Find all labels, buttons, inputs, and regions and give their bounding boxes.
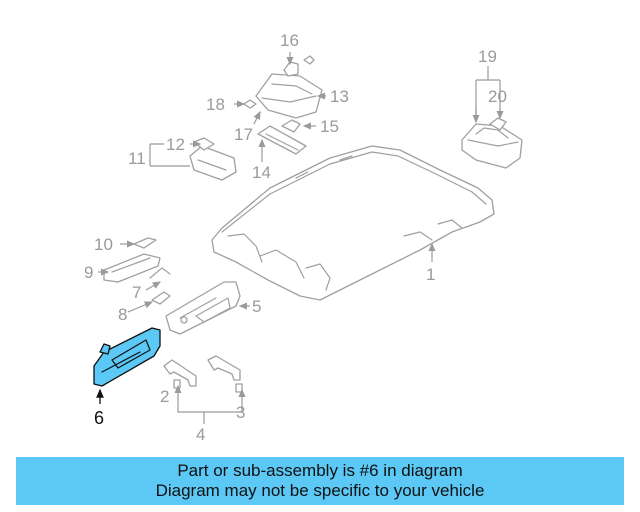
callout-2: 2 xyxy=(160,387,169,406)
callout-1: 1 xyxy=(426,265,435,284)
callout-12: 12 xyxy=(166,135,185,154)
notice-line-2: Diagram may not be specific to your vehi… xyxy=(155,481,485,500)
grab-handle-front-part xyxy=(163,359,197,389)
callout-6-highlighted: 6 xyxy=(94,408,104,428)
headliner-part xyxy=(211,145,495,301)
rear-dome-lamp-part xyxy=(461,117,523,169)
callout-8: 8 xyxy=(118,305,127,324)
callout-16: 16 xyxy=(280,31,299,50)
diagram-notice-banner: Part or sub-assembly is #6 in diagram Di… xyxy=(16,457,624,505)
callout-15: 15 xyxy=(320,117,339,136)
callout-11: 11 xyxy=(128,149,146,168)
map-lamp-part xyxy=(243,55,323,119)
callout-labels: 1 2 3 4 5 6 7 8 9 10 11 12 13 14 15 16 1… xyxy=(84,31,507,444)
callout-9: 9 xyxy=(84,263,93,282)
callout-5: 5 xyxy=(252,297,261,316)
callout-7: 7 xyxy=(132,283,141,302)
callout-leaders xyxy=(96,52,504,424)
callout-4: 4 xyxy=(196,425,205,444)
callout-3: 3 xyxy=(236,403,245,422)
courtesy-lamp-part xyxy=(189,137,237,181)
callout-10: 10 xyxy=(94,235,113,254)
notice-line-1: Part or sub-assembly is #6 in diagram xyxy=(177,461,463,480)
callout-20: 20 xyxy=(488,87,507,106)
callout-13: 13 xyxy=(330,87,349,106)
sunvisor-right-part xyxy=(165,281,241,335)
grab-handle-rear-part xyxy=(207,355,243,393)
callout-17: 17 xyxy=(234,125,253,144)
callout-14: 14 xyxy=(252,163,271,182)
sunvisor-left-highlighted-part xyxy=(93,327,161,387)
vanity-lamp-part xyxy=(103,237,171,305)
callout-19: 19 xyxy=(478,47,497,66)
lamp-lens-part xyxy=(257,119,307,155)
callout-18: 18 xyxy=(206,95,225,114)
